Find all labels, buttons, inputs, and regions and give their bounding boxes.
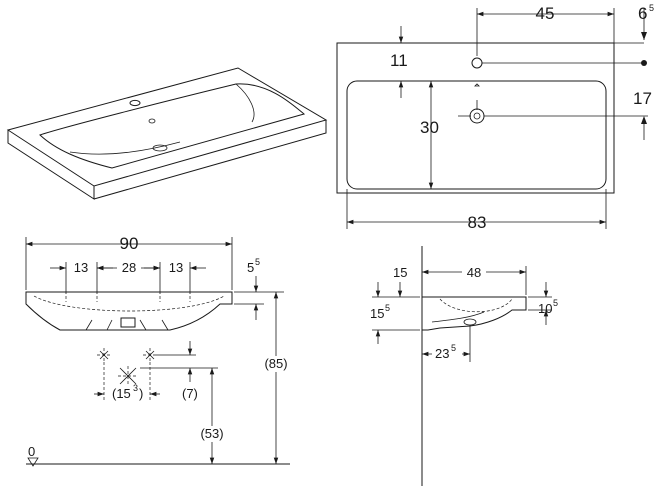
dim-rim: 5 <box>247 260 254 275</box>
dim-bowl-width: 83 <box>468 213 487 232</box>
front-basin-outline <box>25 291 233 331</box>
plan-tap-hole <box>471 57 483 69</box>
dim-tap-to-edge: 45 <box>536 4 555 23</box>
plan-bowl <box>346 80 607 190</box>
dim-waste-spacing-close: ) <box>139 386 143 401</box>
dim-top-to-bowl: 11 <box>390 51 408 70</box>
plan-view: 45 6 5 11 30 17 83 <box>336 3 654 232</box>
plan-outline <box>336 42 615 194</box>
dim-rim-height: (85) <box>264 356 287 371</box>
basin-bowl-outline <box>39 83 306 169</box>
floor-label: 0 <box>28 444 35 459</box>
dim-underside: 15 <box>370 306 384 321</box>
dim-waste-spacing-sup: 3 <box>133 383 138 393</box>
dim-waste-height: (53) <box>200 426 223 441</box>
dim-underside-sup: 5 <box>385 303 390 313</box>
dim-overall-width: 90 <box>120 234 139 253</box>
dim-bowl-depth: 30 <box>420 118 439 137</box>
plan-drain <box>469 108 485 124</box>
dim-basin-depth: 48 <box>467 265 481 280</box>
overflow-hole <box>148 118 156 124</box>
dim-front-height-sup: 5 <box>553 298 558 308</box>
dim-hole-left: 13 <box>74 260 88 275</box>
dim-drain-offset-sup: 5 <box>451 343 456 353</box>
dim-front-height: 10 <box>538 301 552 316</box>
side-view: 48 15 15 5 10 5 23 5 <box>370 246 558 486</box>
drain-hole <box>152 144 168 152</box>
dim-drain-offset: 23 <box>435 346 449 361</box>
side-basin-outline <box>422 296 527 331</box>
perspective-view <box>6 67 328 200</box>
waste-symbols <box>97 348 157 402</box>
basin-top-outline <box>6 67 328 187</box>
dim-hole-right: 13 <box>169 260 183 275</box>
dim-tap-to-drain: 17 <box>633 89 652 108</box>
dim-waste-drop: (7) <box>182 386 198 401</box>
dim-waste-spacing: (15 <box>112 386 131 401</box>
dim-edge-offset: 6 <box>638 4 647 23</box>
dim-edge-offset-sup: 5 <box>649 3 654 13</box>
front-view: 90 13 28 13 5 5 (15 3 ) <box>25 234 294 467</box>
dim-rim-sup: 5 <box>255 257 260 267</box>
dim-hole-center: 28 <box>122 260 136 275</box>
dim-wall-gap: 15 <box>393 265 407 280</box>
tap-hole <box>129 99 141 107</box>
